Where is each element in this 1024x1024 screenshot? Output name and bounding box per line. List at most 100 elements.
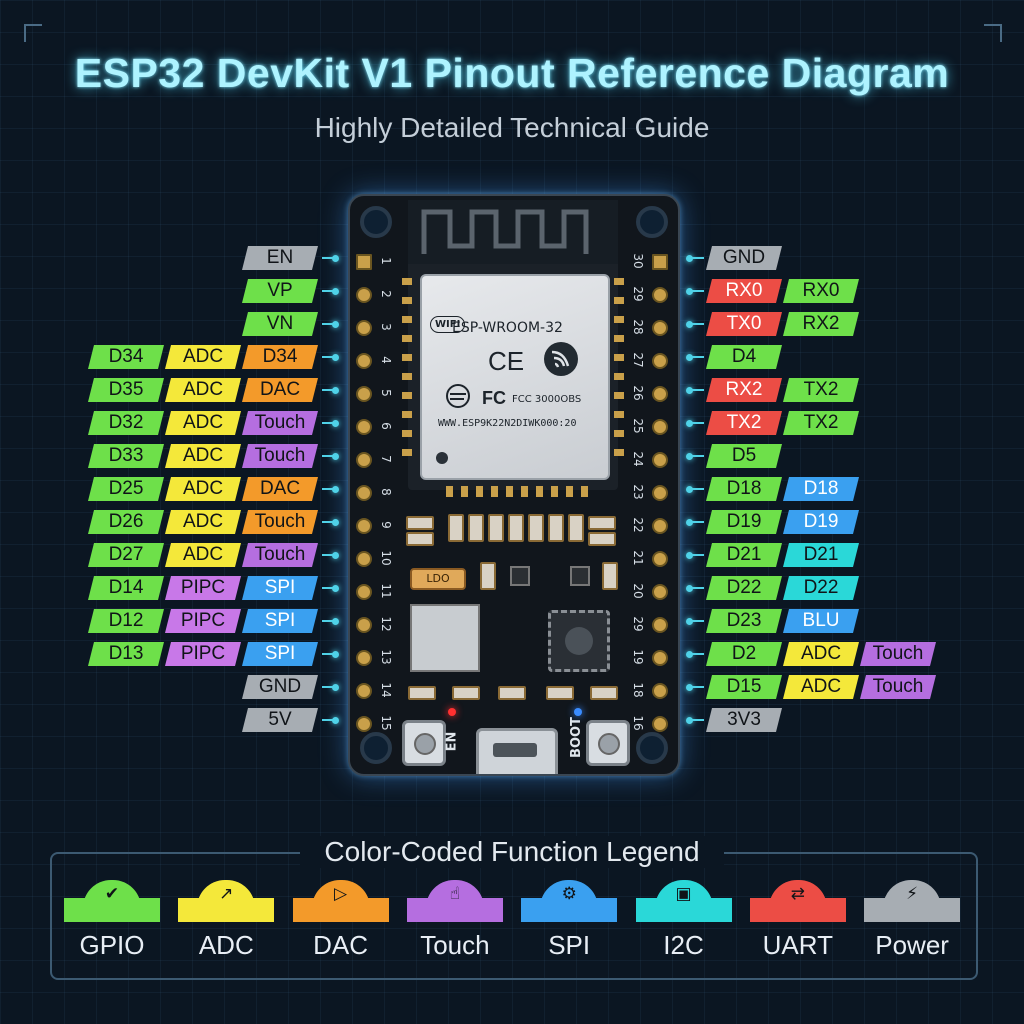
module-pad bbox=[506, 486, 513, 497]
module-name: ESP-WROOM-32 bbox=[452, 320, 563, 336]
module-pad bbox=[536, 486, 543, 497]
pin-number: 6 bbox=[379, 422, 393, 430]
pin-label-power: GND bbox=[242, 675, 318, 699]
smd-resistor bbox=[508, 514, 524, 542]
pin-label-gpio: D21 bbox=[706, 543, 782, 567]
pin-number: 29 bbox=[631, 616, 645, 632]
pin-leader bbox=[322, 587, 336, 589]
power-led bbox=[448, 708, 456, 716]
module-pad bbox=[614, 297, 624, 304]
module-pad bbox=[551, 486, 558, 497]
header-pin bbox=[356, 485, 372, 501]
pin-number: 2 bbox=[379, 290, 393, 298]
pin-label-power: EN bbox=[242, 246, 318, 270]
module-pad bbox=[402, 392, 412, 399]
pin-label-i2c: D21 bbox=[783, 543, 859, 567]
pin-leader-dot bbox=[686, 552, 693, 559]
module-pad bbox=[614, 278, 624, 285]
header-pin bbox=[652, 683, 668, 699]
pin-number: 26 bbox=[631, 385, 645, 401]
pin-label-spi: BLU bbox=[783, 609, 859, 633]
check-icon: ✔ bbox=[104, 884, 120, 904]
pin-label-pwm: PIPC bbox=[165, 609, 241, 633]
pin-label-spi: SPI bbox=[242, 642, 318, 666]
pin-label-dac: Touch bbox=[242, 510, 318, 534]
smd-resistor bbox=[602, 562, 618, 590]
pin-label-gpio: RX0 bbox=[783, 279, 859, 303]
legend-swatch-adc bbox=[178, 898, 275, 922]
pin-label-touch: Touch bbox=[860, 675, 936, 699]
pin-label-adc: ADC bbox=[165, 411, 241, 435]
pin-label-adc: ADC bbox=[165, 378, 241, 402]
pin-label-touch: Touch bbox=[242, 543, 318, 567]
smd-resistor bbox=[498, 686, 526, 700]
pin-label-gpio: D23 bbox=[706, 609, 782, 633]
smd-resistor bbox=[480, 562, 496, 590]
module-pad bbox=[491, 486, 498, 497]
smd-resistor bbox=[406, 516, 434, 530]
pin-label-dac: DAC bbox=[242, 477, 318, 501]
module-pad bbox=[402, 373, 412, 380]
pin-label-gpio: D18 bbox=[706, 477, 782, 501]
header-pin bbox=[652, 584, 668, 600]
pin-leader bbox=[690, 554, 704, 556]
chip-icon: ▣ bbox=[675, 884, 692, 904]
header-pin bbox=[356, 683, 372, 699]
pin-number: 9 bbox=[379, 521, 393, 529]
pin-leader bbox=[690, 587, 704, 589]
micro-usb-port[interactable] bbox=[476, 728, 558, 774]
pin-leader bbox=[690, 719, 704, 721]
pin-number: 27 bbox=[631, 352, 645, 368]
pin-label-uart: TX2 bbox=[706, 411, 782, 435]
pin-label-spi: SPI bbox=[242, 609, 318, 633]
pin-leader-dot bbox=[686, 387, 693, 394]
pin-number: 28 bbox=[631, 319, 645, 335]
en-button[interactable] bbox=[402, 720, 446, 766]
header-pin bbox=[652, 419, 668, 435]
pin-label-dac: DAC bbox=[242, 378, 318, 402]
pin-leader-dot bbox=[686, 255, 693, 262]
pin-number: 14 bbox=[379, 682, 393, 698]
pin-number: 8 bbox=[379, 488, 393, 496]
wifi-logo: WIFI bbox=[430, 316, 466, 333]
legend-label-dac: DAC bbox=[313, 930, 369, 960]
mount-hole-br bbox=[636, 732, 668, 764]
module-pad bbox=[614, 449, 624, 456]
uart-icon: ⇄ bbox=[790, 884, 805, 904]
pin-label-adc: ADC bbox=[165, 543, 241, 567]
pin-leader-dot bbox=[686, 717, 693, 724]
header-pin bbox=[356, 287, 372, 303]
pin-label-gpio: RX2 bbox=[783, 312, 859, 336]
header-pin bbox=[356, 650, 372, 666]
pin-leader bbox=[322, 521, 336, 523]
smd-resistor bbox=[408, 686, 436, 700]
pin-leader-dot bbox=[686, 288, 693, 295]
legend-swatch-dac bbox=[292, 898, 389, 922]
pin-number: 16 bbox=[631, 715, 645, 731]
pin-label-adc: ADC bbox=[165, 510, 241, 534]
legend-swatch-touch bbox=[406, 898, 503, 922]
boot-button[interactable] bbox=[586, 720, 630, 766]
module-pad bbox=[614, 373, 624, 380]
pin-label-power: GND bbox=[706, 246, 782, 270]
bolt-icon: ⚡ bbox=[906, 884, 919, 904]
pin-label-adc: ADC bbox=[165, 477, 241, 501]
pin-label-adc: ADC bbox=[165, 345, 241, 369]
pin-number: 4 bbox=[379, 356, 393, 364]
pin-label-gpio: D4 bbox=[706, 345, 782, 369]
corner-bracket-tr bbox=[984, 24, 1002, 42]
fcc-mark: FC bbox=[482, 388, 506, 408]
mount-hole-tl bbox=[360, 206, 392, 238]
pin-leader bbox=[322, 356, 336, 358]
pin-number: 21 bbox=[631, 550, 645, 566]
header-pin bbox=[652, 452, 668, 468]
module-pad bbox=[614, 411, 624, 418]
pin-leader bbox=[690, 257, 704, 259]
pin-label-touch: Touch bbox=[242, 411, 318, 435]
smd-resistor bbox=[546, 686, 574, 700]
header-pin bbox=[652, 518, 668, 534]
pin-leader-dot bbox=[686, 585, 693, 592]
pin-leader bbox=[322, 620, 336, 622]
pin-label-gpio: D2 bbox=[706, 642, 782, 666]
pin-number: 30 bbox=[631, 253, 645, 269]
